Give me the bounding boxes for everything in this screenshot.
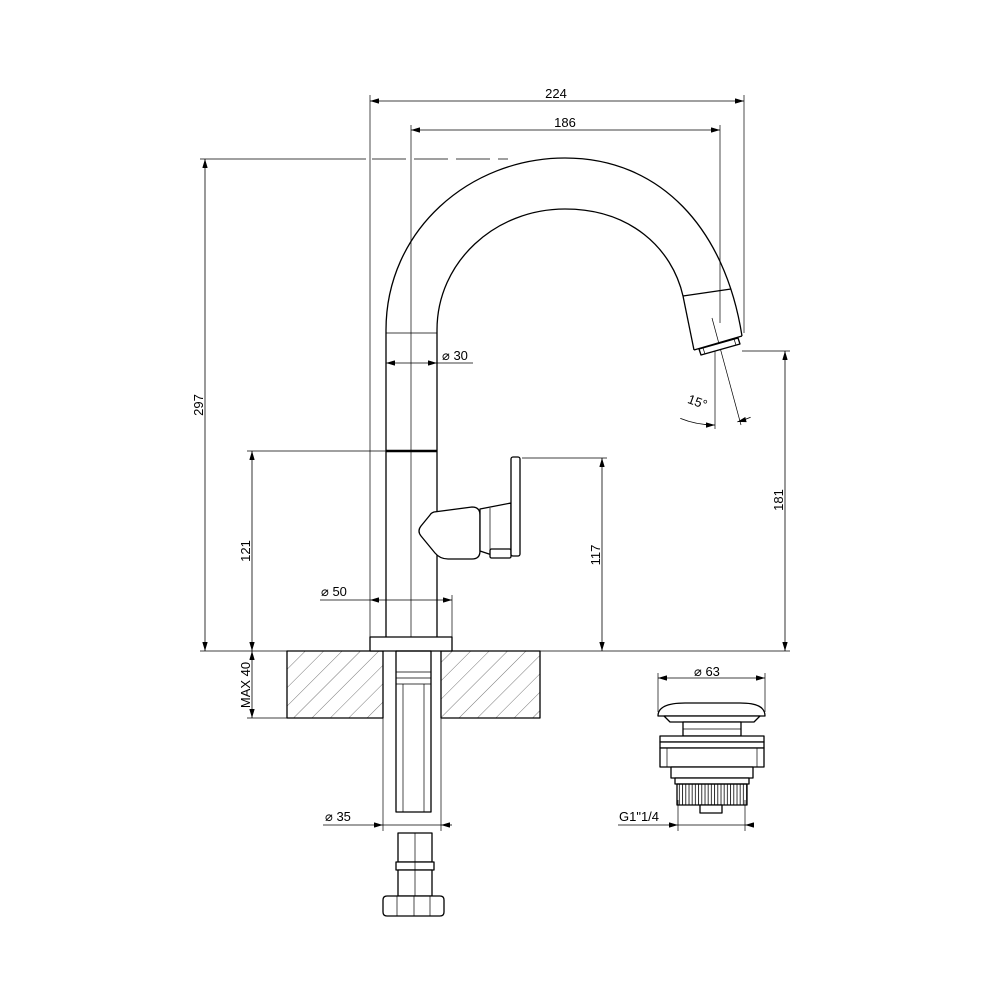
drain-body-edges	[666, 748, 758, 767]
drain-spigot	[699, 804, 723, 814]
mixer-lever	[418, 456, 521, 560]
label-spout-angle: 15°	[686, 391, 710, 412]
angle-arc-right	[737, 416, 751, 423]
drain-flange-lower	[659, 741, 765, 749]
shank-body	[395, 650, 432, 813]
lever-knob	[489, 548, 512, 559]
spout-inner-contour	[436, 208, 684, 637]
drain-lower-ring	[670, 766, 754, 779]
mounting-shank	[395, 650, 432, 813]
extension-lines	[200, 95, 790, 831]
label-spout-reach: 186	[554, 115, 576, 130]
shank-inner-lines	[402, 684, 425, 812]
label-cap-diameter: ⌀ 63	[694, 664, 720, 679]
angle-arc-left	[680, 418, 716, 428]
dimension-labels: 224 186 297 121 MAX 40 117 181 ⌀ 30 ⌀ 50…	[191, 86, 786, 824]
label-base-diameter: ⌀ 50	[321, 584, 347, 599]
label-spout-diameter: ⌀ 30	[442, 348, 468, 363]
hose-connector	[382, 832, 445, 917]
label-joint-height: 121	[238, 540, 253, 562]
faucet	[369, 157, 743, 652]
hex-nut-faces	[396, 896, 431, 916]
drain-cap-lip	[663, 715, 761, 723]
hex-nut	[382, 895, 445, 917]
shank-ring-lines	[396, 671, 431, 685]
spout-outer-contour	[385, 157, 743, 637]
drain-body	[659, 747, 765, 768]
label-overall-height: 297	[191, 394, 206, 416]
base-flange	[369, 636, 453, 652]
drain-thread	[676, 783, 748, 806]
label-hole-diameter: ⌀ 35	[325, 809, 351, 824]
aerator	[698, 337, 741, 356]
lever-handle-plate	[510, 456, 521, 557]
aerator-detail-line	[702, 338, 737, 355]
countertop-left-section	[286, 650, 384, 719]
lever-cartridge-housing	[418, 506, 481, 560]
drain-flange-upper	[659, 735, 765, 743]
spout-tip-side	[682, 295, 695, 351]
label-max-thickness: MAX 40	[238, 662, 253, 708]
countertop-right-section	[440, 650, 541, 719]
countertop-section	[286, 650, 541, 719]
drain-step	[674, 777, 750, 785]
drain-cap	[657, 702, 766, 717]
label-overall-width: 224	[545, 86, 567, 101]
pop-up-drain	[657, 702, 766, 814]
dimension-lines	[202, 98, 788, 828]
label-thread-size: G1"1/4	[619, 809, 659, 824]
spout-tip-divider	[682, 288, 732, 297]
spout-axis-line	[711, 317, 742, 426]
lever-neck	[479, 502, 512, 556]
label-lever-height: 117	[588, 545, 603, 566]
label-spout-clearance: 181	[771, 489, 786, 511]
